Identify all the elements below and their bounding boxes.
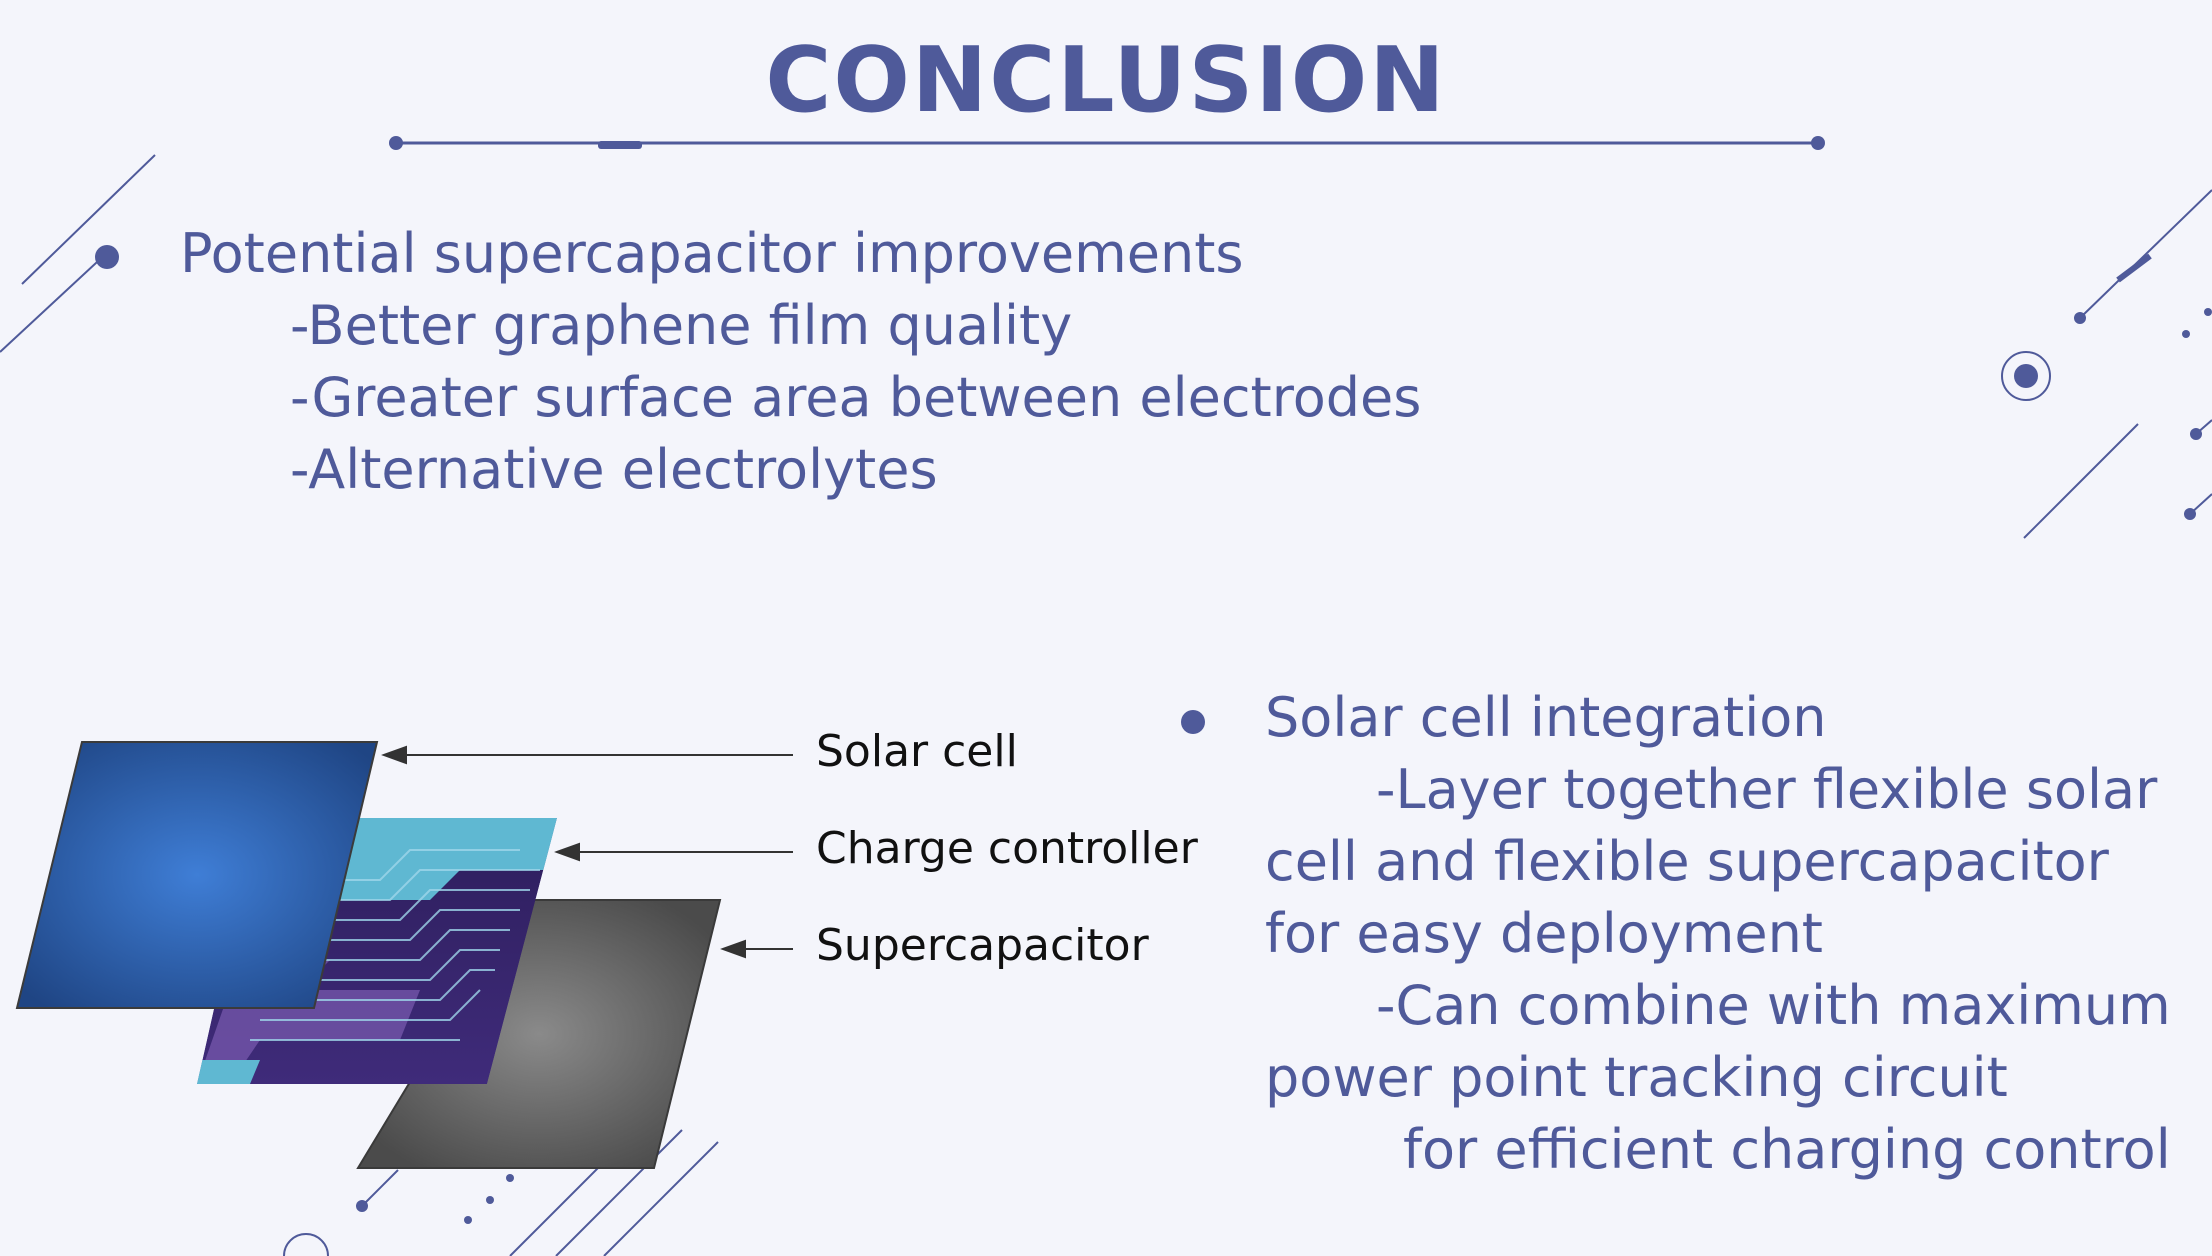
slide-title: CONCLUSION — [765, 28, 1447, 133]
list-item: -Alternative electrolytes — [290, 438, 938, 501]
solar-cell-label: Solar cell — [816, 726, 1018, 777]
list-item: -Greater surface area between electrodes — [290, 366, 1422, 429]
list-item: -Layer together flexible solar — [1376, 758, 2158, 821]
supercapacitor-label: Supercapacitor — [816, 920, 1149, 971]
list-item: for efficient charging control — [1403, 1118, 2171, 1181]
section-heading: Potential supercapacitor improvements — [180, 222, 1244, 285]
list-item: -Can combine with maximum — [1376, 974, 2171, 1037]
list-item: for easy deployment — [1265, 902, 1823, 965]
charge-controller-label: Charge controller — [816, 823, 1198, 874]
solar-cell-panel — [15, 741, 379, 1009]
bullet-icon — [1181, 710, 1205, 734]
list-item: power point tracking circuit — [1265, 1046, 2008, 1109]
list-item: cell and flexible supercapacitor — [1265, 830, 2109, 893]
list-item: -Better graphene film quality — [290, 294, 1073, 357]
bullet-icon — [95, 245, 119, 269]
section-heading: Solar cell integration — [1265, 686, 1827, 749]
